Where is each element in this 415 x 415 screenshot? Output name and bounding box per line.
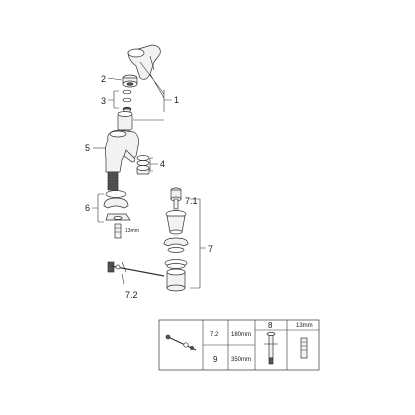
callout-2: 2 [101, 74, 106, 84]
threaded-stud [107, 171, 119, 191]
part-7-1-plug [170, 187, 182, 210]
connector-13mm-icon [300, 337, 308, 359]
callout-6: 6 [85, 203, 90, 213]
callout-7-2: 7.2 [125, 290, 138, 300]
dimension-13mm-label: 13mm [125, 228, 139, 234]
callout-7-1: 7.1 [185, 196, 198, 206]
rod-set-icon [165, 334, 197, 351]
table-col-13mm: 13mm [296, 323, 313, 329]
part-4-aerator [136, 155, 150, 175]
callout-5: 5 [85, 143, 90, 153]
table-row1-code: 7.2 [210, 332, 219, 338]
callout-7: 7 [208, 244, 213, 254]
part-3-orings [122, 89, 132, 115]
tap-body [104, 129, 139, 173]
connector-13mm [114, 223, 122, 239]
part-8-icon [264, 332, 278, 365]
part-6-fixing-set [103, 190, 131, 221]
lever-handle [127, 44, 161, 80]
callout-1: 1 [174, 95, 179, 105]
table-col-8: 8 [268, 321, 273, 330]
table-row1-length: 180mm [231, 332, 251, 338]
table-row2-code: 9 [213, 355, 218, 364]
part-7-waste-body [163, 210, 189, 292]
callout-4: 4 [160, 159, 165, 169]
table-row2-length: 350mm [231, 357, 251, 363]
part-2-cap [122, 74, 138, 88]
spare-parts-table [158, 319, 320, 371]
part-7-2-linkage [107, 261, 165, 277]
callout-3: 3 [101, 96, 106, 106]
